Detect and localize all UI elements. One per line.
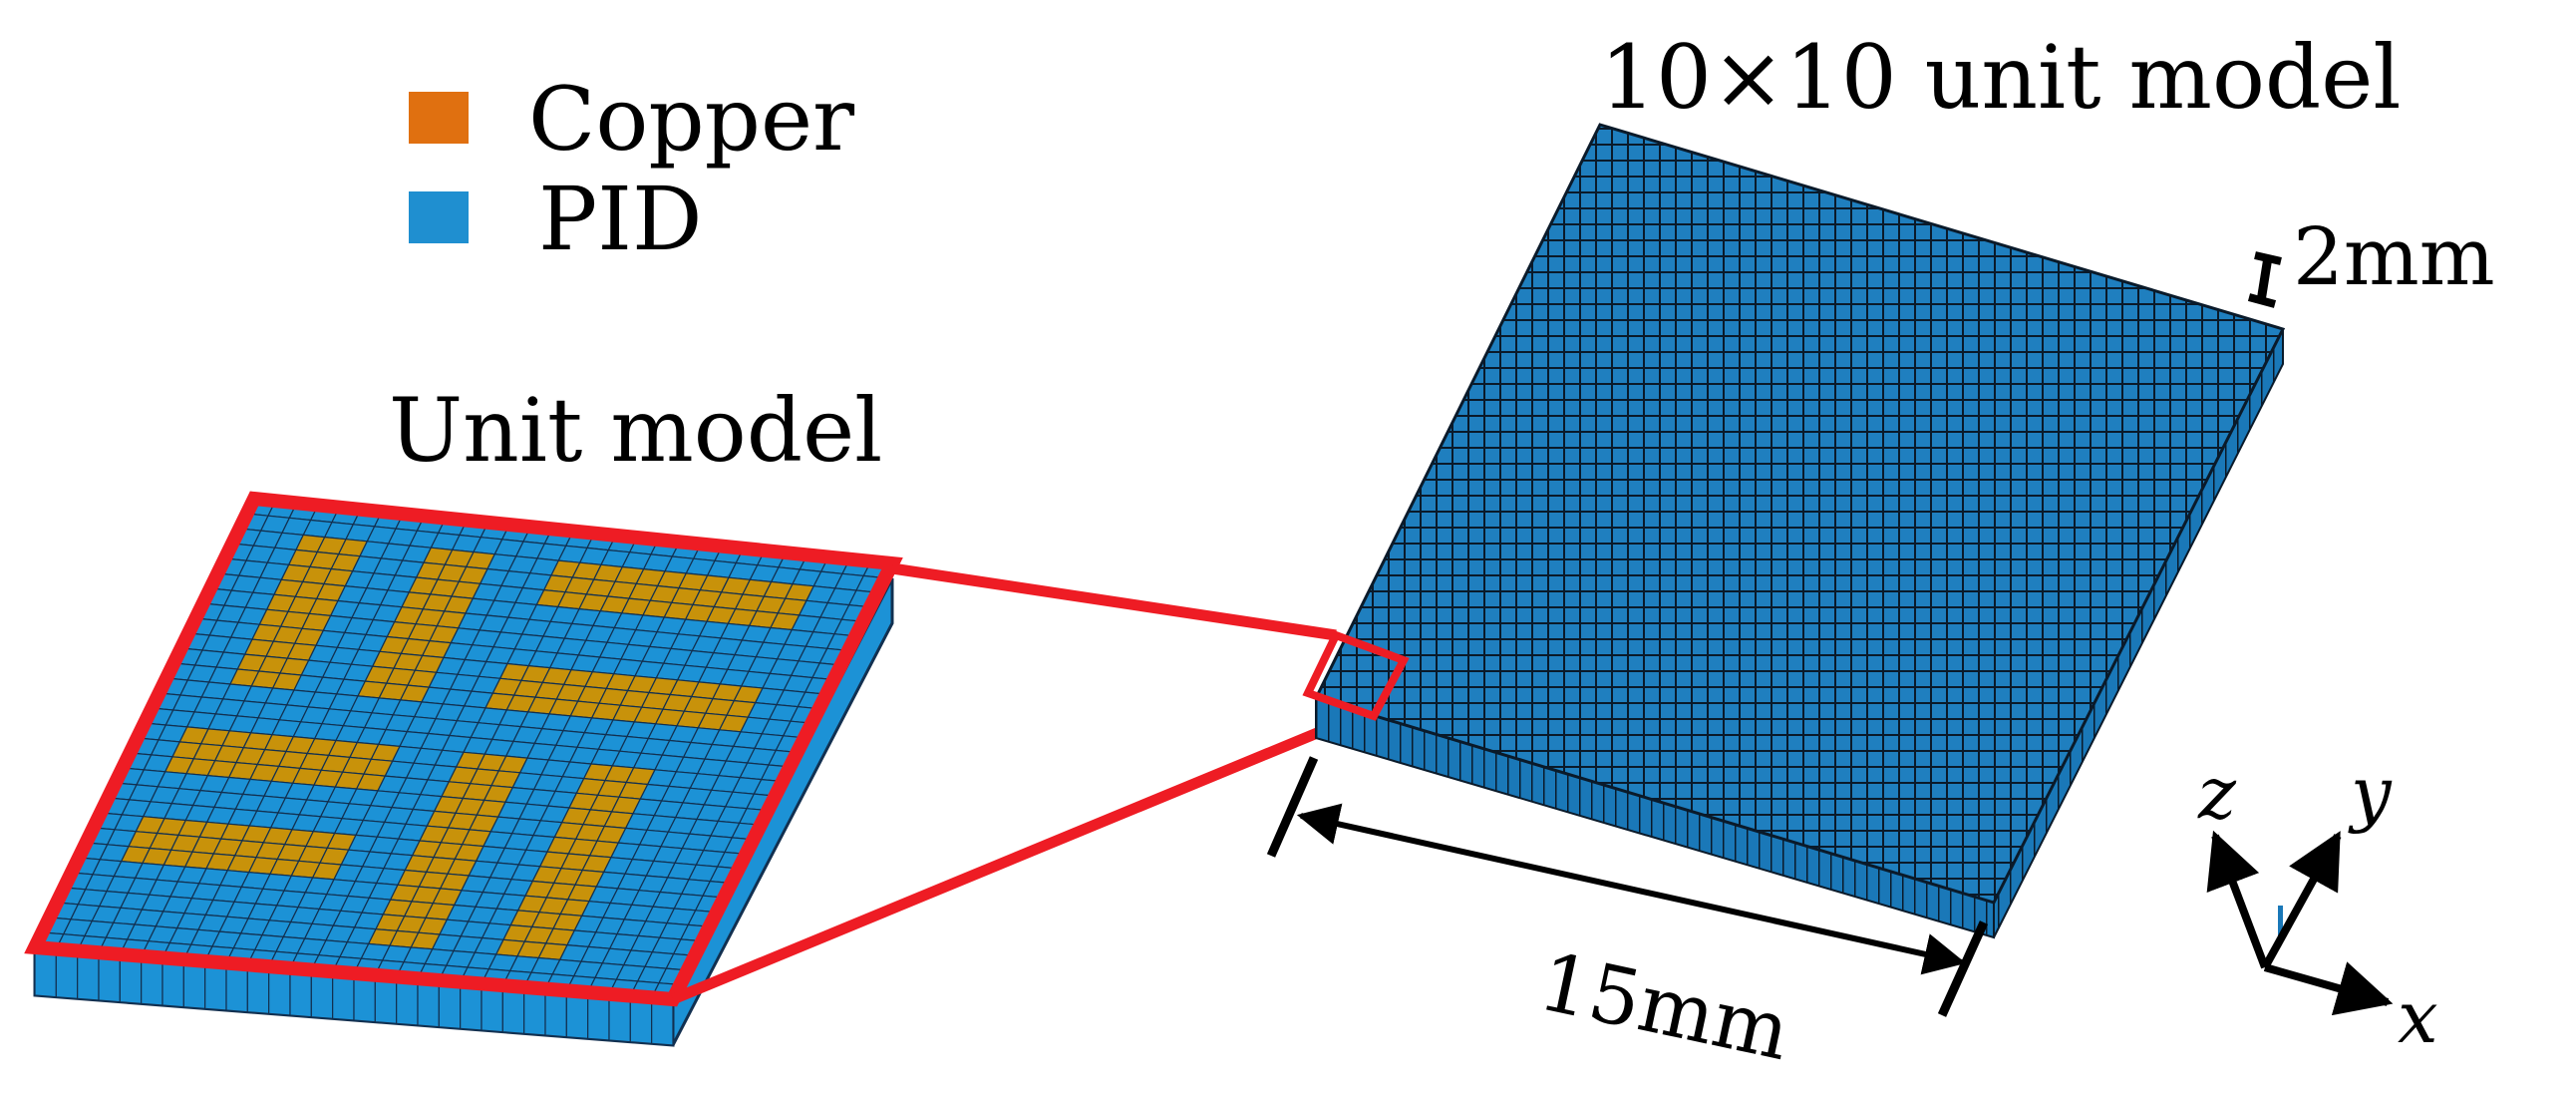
axis-y-label: y	[2348, 751, 2393, 835]
axis-z-arrow	[2206, 830, 2269, 969]
legend: Copper PID	[409, 68, 855, 270]
thickness-cap-bottom	[2247, 293, 2277, 308]
legend-swatch-copper	[409, 92, 469, 144]
unit-model-top-face	[34, 498, 893, 1000]
width-label: 15mm	[1531, 935, 1797, 1079]
selected-unit-box	[1302, 629, 1410, 721]
thickness-cap-top	[2254, 251, 2282, 265]
connector-bottom	[670, 706, 1371, 1005]
unit-model-front-side-grid	[34, 946, 674, 1046]
array-model-title: 10×10 unit model	[1600, 26, 2401, 129]
unit-model-title: Unit model	[389, 379, 882, 482]
legend-label-copper: Copper	[528, 68, 855, 171]
legend-label-pid: PID	[538, 168, 703, 270]
thickness-dimension: 2mm	[2247, 210, 2495, 308]
array-model	[1302, 123, 2286, 942]
thickness-bar	[2256, 256, 2273, 302]
axis-z-label: z	[2197, 751, 2237, 835]
axis-x-label: x	[2398, 975, 2438, 1059]
array-model-top-face	[1313, 123, 2286, 905]
axis-y-arrow	[2261, 831, 2342, 969]
width-arrow	[1296, 803, 1967, 975]
width-ext-left	[1266, 756, 1319, 858]
zoom-connectors	[670, 562, 1371, 1005]
thickness-label: 2mm	[2293, 210, 2495, 303]
unit-model	[24, 491, 903, 1047]
axis-x-arrow	[2263, 961, 2394, 1016]
width-ext-right	[1937, 920, 1989, 1017]
legend-swatch-pid	[409, 191, 469, 243]
coordinate-axes: z y x	[2197, 751, 2438, 1059]
connector-top	[891, 562, 1337, 641]
